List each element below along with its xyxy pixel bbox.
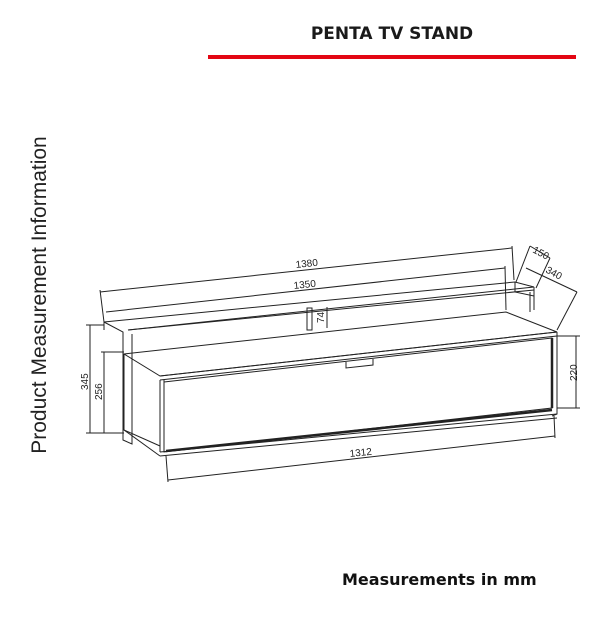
top-surface (122, 311, 558, 377)
dim-1350: 1350 (293, 279, 317, 292)
front-panel (163, 337, 553, 453)
dim-74: 74 (316, 311, 327, 323)
dim-256: 256 (94, 383, 105, 400)
dim-1312: 1312 (349, 447, 373, 460)
page-title: PENTA TV STAND (310, 24, 474, 44)
title-underline (208, 55, 576, 59)
dim-220: 220 (569, 364, 580, 381)
drawer-handle (345, 359, 374, 369)
dim-1380: 1380 (295, 258, 319, 271)
dim-150: 150 (531, 245, 551, 263)
back-rail (103, 281, 535, 331)
dim-340: 340 (544, 265, 564, 283)
units-note: Measurements in mm (342, 570, 537, 589)
dim-345: 345 (80, 373, 91, 390)
